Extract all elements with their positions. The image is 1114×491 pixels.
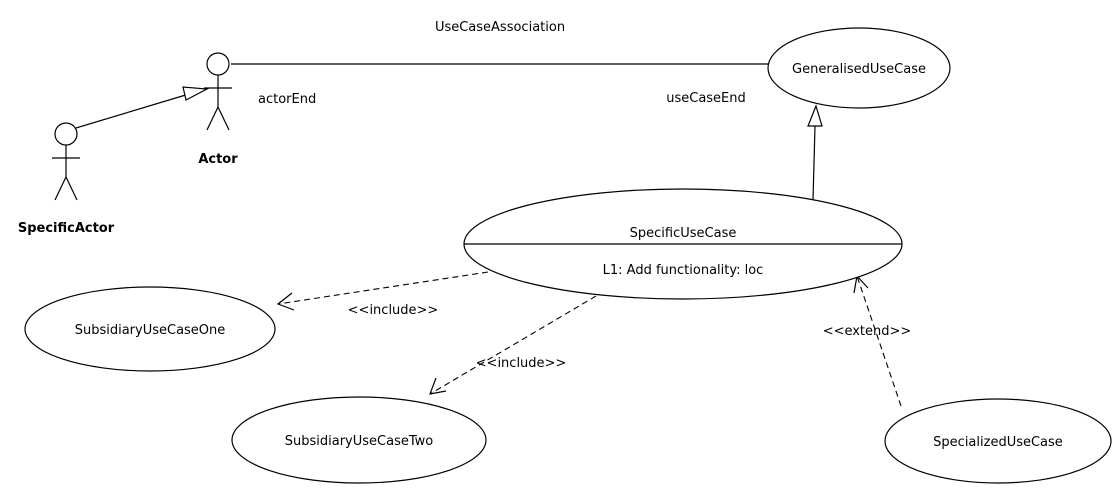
generalised-use-case[interactable] [767,27,951,109]
use-case-generalization[interactable] [807,104,823,201]
actor-generalization[interactable] [75,86,210,129]
subsidiary-use-case-one[interactable] [24,286,276,372]
actor-label: Actor [198,152,238,167]
include-two-relationship[interactable] [429,295,597,395]
specialized-use-case[interactable] [884,398,1112,484]
subsidiary-use-case-two-label: SubsidiaryUseCaseTwo [285,434,434,449]
actor-figure[interactable] [204,52,232,131]
generalization-arrowhead-icon [182,86,210,101]
extend-label: <<extend>> [823,324,912,339]
actor-end-label: actorEnd [258,92,316,107]
association-name-label: UseCaseAssociation [435,20,565,35]
subsidiary-use-case-one-label: SubsidiaryUseCaseOne [75,323,226,338]
include-one-label: <<include>> [348,303,439,318]
specialized-use-case-label: SpecializedUseCase [933,435,1063,450]
open-arrowhead-icon [276,292,295,311]
specific-actor-figure[interactable] [52,122,80,201]
specific-actor-head-icon [54,122,78,146]
open-arrowhead-icon [429,377,447,395]
actor-head-icon [206,52,230,76]
use-case-end-label: useCaseEnd [666,91,746,106]
specific-use-case[interactable] [463,188,903,300]
subsidiary-use-case-two[interactable] [231,396,487,484]
specific-actor-label: SpecificActor [18,221,115,236]
include-two-label: <<include>> [476,356,567,371]
generalised-use-case-label: GeneralisedUseCase [792,62,926,77]
include-one-relationship[interactable] [276,271,489,311]
extend-relationship[interactable] [853,274,902,407]
open-arrowhead-icon [853,274,869,294]
generalization-arrowhead-icon [807,104,823,127]
specific-use-case-compartment: L1: Add functionality: loc [603,263,764,278]
specific-use-case-label: SpecificUseCase [630,226,737,241]
